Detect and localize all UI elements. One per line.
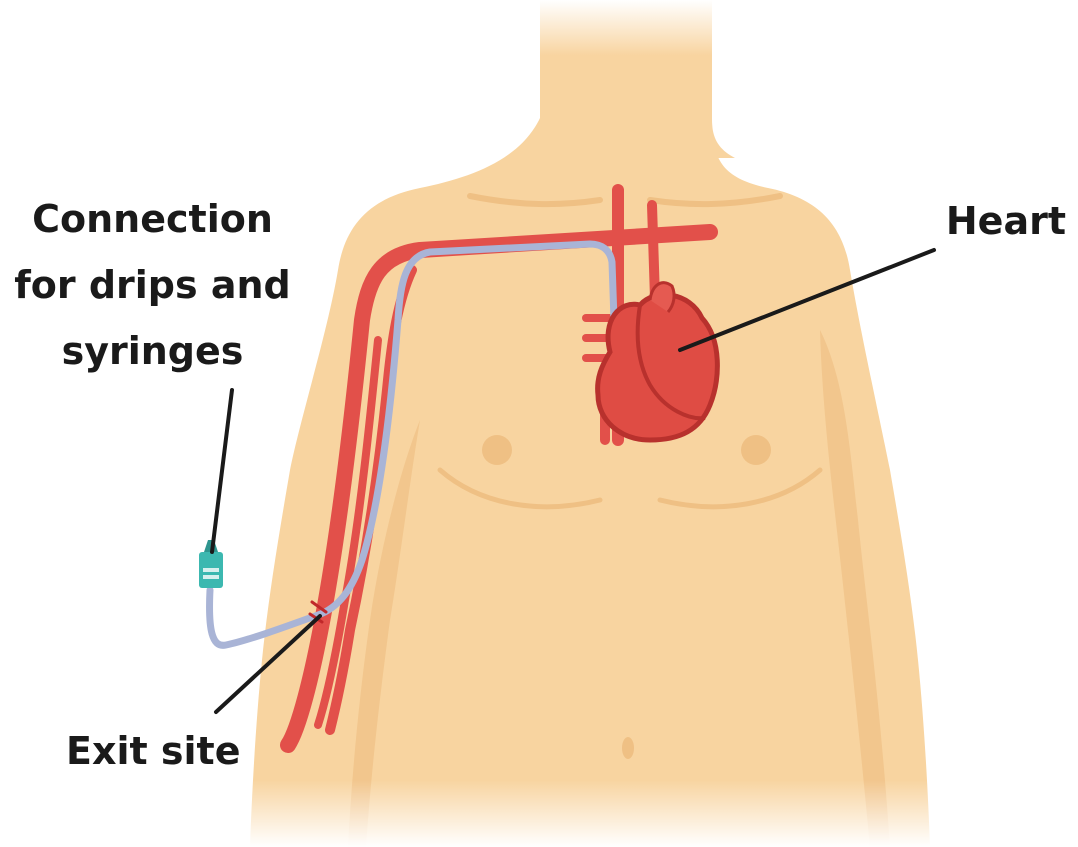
label-connection-line-2: for drips and xyxy=(0,252,305,318)
label-exit-site: Exit site xyxy=(66,718,240,784)
chest xyxy=(250,118,930,847)
label-connection: Connection for drips and syringes xyxy=(0,186,305,384)
nipple-left xyxy=(482,435,512,465)
label-connection-line-3: syringes xyxy=(0,318,305,384)
label-connection-line-1: Connection xyxy=(0,186,305,252)
leader-line-connection xyxy=(212,390,232,552)
nipple-right xyxy=(741,435,771,465)
navel xyxy=(622,737,634,759)
bottom-fade xyxy=(0,780,1078,847)
label-heart: Heart xyxy=(946,188,1066,254)
